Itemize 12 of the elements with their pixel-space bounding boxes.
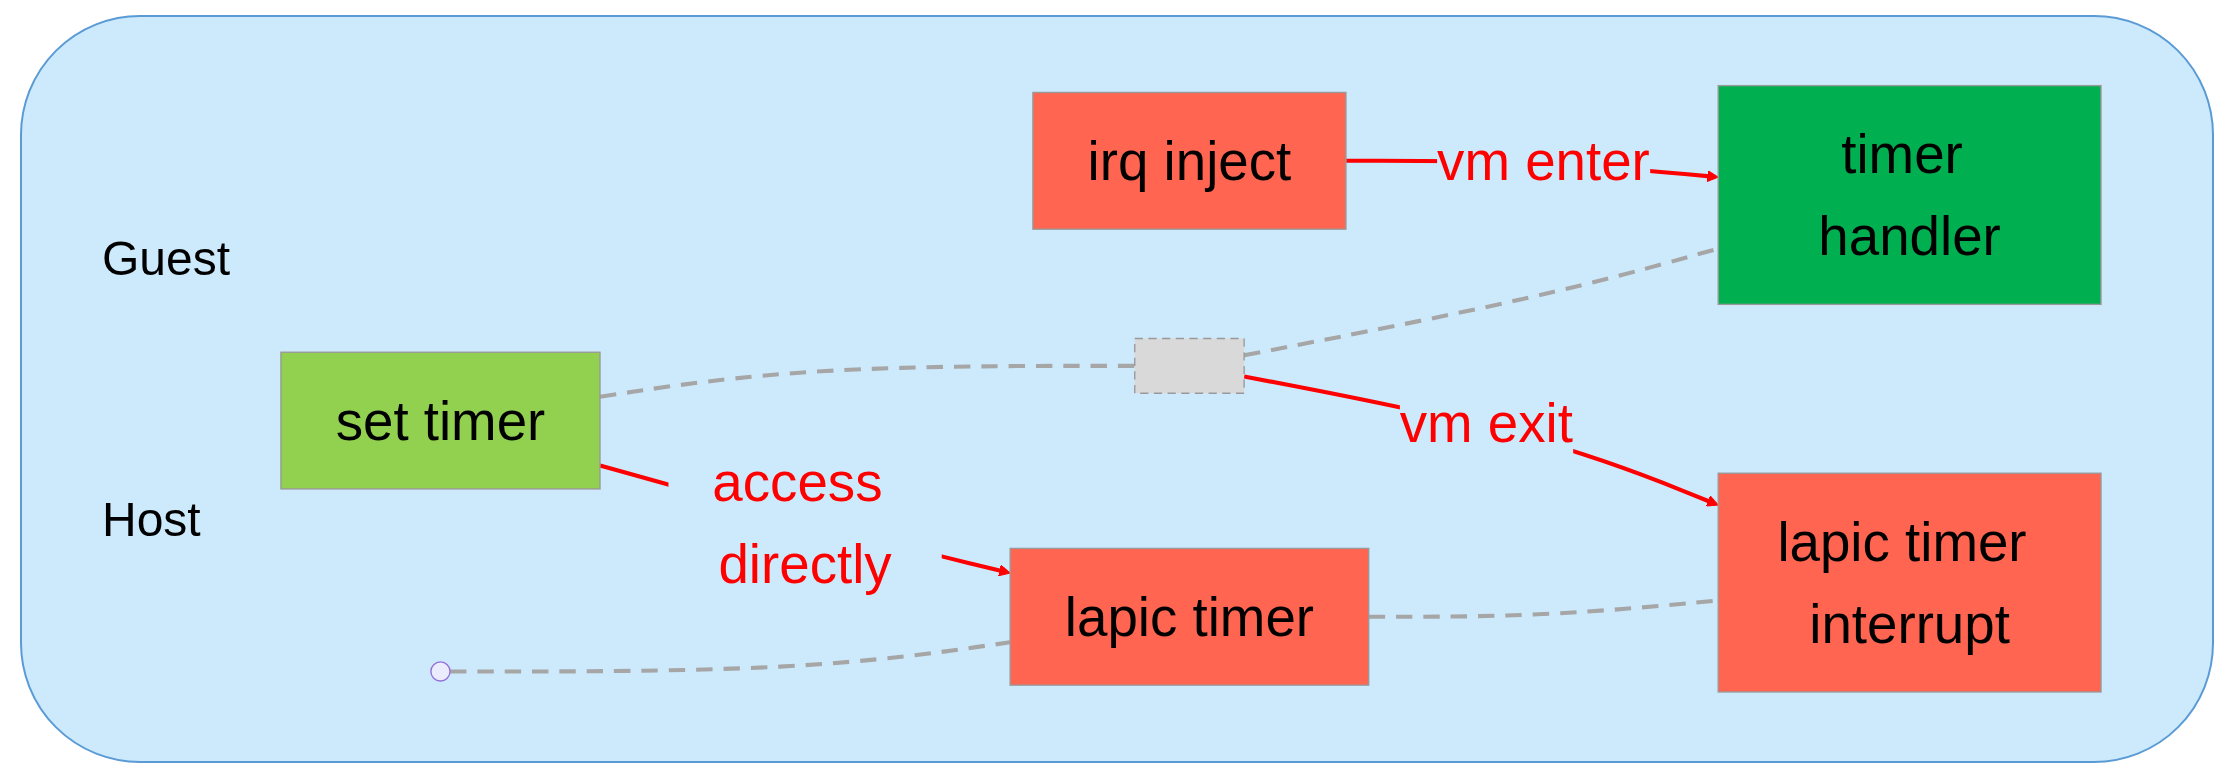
node-box: lapic timer	[1009, 547, 1370, 687]
node-box: set timer	[280, 351, 601, 490]
connector	[450, 640, 1011, 674]
edge-label: vm exit	[1399, 393, 1574, 454]
node-box: irq inject	[1032, 91, 1347, 231]
edge-label: vm enter	[1437, 130, 1650, 192]
node-box: timer handler	[1717, 85, 2102, 306]
edge-label: access directly	[712, 452, 892, 595]
row-label: Guest	[102, 231, 231, 287]
row-label: Host	[102, 491, 202, 547]
node-box: lapic timer interrupt	[1717, 472, 2102, 693]
node-box	[1134, 338, 1245, 395]
